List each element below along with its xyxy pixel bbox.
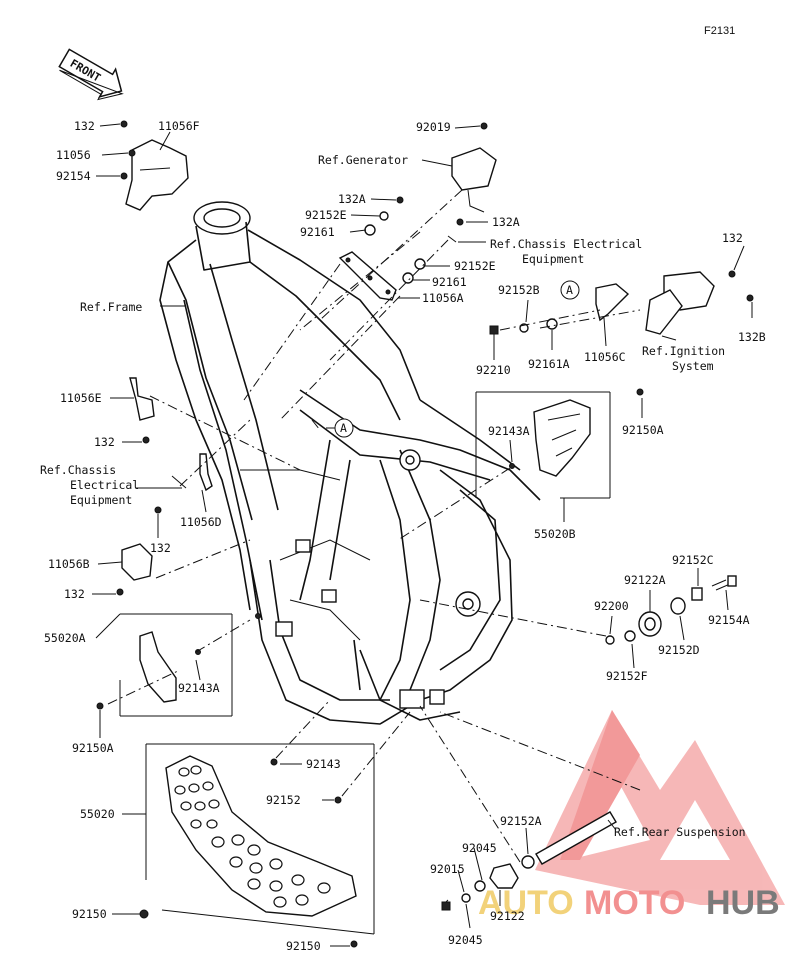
label-ref-rear-suspension: Ref.Rear Suspension <box>614 825 746 839</box>
label-11056f: 11056F <box>158 119 200 133</box>
label-ref-frame: Ref.Frame <box>80 300 142 314</box>
label-92152c: 92152C <box>672 553 714 567</box>
generator-ref-bracket <box>451 122 497 213</box>
label-92122: 92122 <box>490 909 525 923</box>
label-92150-a: 92150 <box>72 907 107 921</box>
label-92143a-right: 92143A <box>488 424 530 438</box>
bracket-11056e <box>129 377 155 444</box>
label-ref-chassis-left-3: Equipment <box>70 493 132 507</box>
label-92143a-left: 92143A <box>178 681 220 695</box>
label-11056b: 11056B <box>48 557 90 571</box>
label-92045-a: 92045 <box>462 841 497 855</box>
label-ref-ignition-1: Ref.Ignition <box>642 344 725 358</box>
leader-lines <box>92 123 753 947</box>
label-92152d: 92152D <box>658 643 700 657</box>
label-92045-b: 92045 <box>448 933 483 947</box>
figure-id: F2131 <box>704 25 735 37</box>
label-132-right: 132 <box>722 231 743 245</box>
label-92154: 92154 <box>56 169 91 183</box>
bracket-11056d <box>154 453 213 514</box>
rear-suspension-hardware <box>441 811 617 911</box>
front-arrow-icon: FRONT <box>58 48 124 101</box>
label-92150-b: 92150 <box>286 939 321 953</box>
label-92152e-a: 92152E <box>305 208 347 222</box>
svg-text:A: A <box>566 283 573 297</box>
label-ref-chassis-left-1: Ref.Chassis <box>40 463 116 477</box>
label-92154a: 92154A <box>708 613 750 627</box>
label-92152: 92152 <box>266 793 301 807</box>
part-labels: 132 11056F 11056 92154 92019 Ref.Generat… <box>40 119 766 953</box>
label-92122a: 92122A <box>624 573 666 587</box>
label-11056-top: 11056 <box>56 148 91 162</box>
label-ref-chassis-elec-1: Ref.Chassis Electrical <box>490 237 642 251</box>
svg-text:A: A <box>340 421 347 435</box>
watermark-auto: AUTO <box>478 884 574 922</box>
label-92200: 92200 <box>594 599 629 613</box>
motorcycle-frame <box>159 201 541 725</box>
label-92161-b: 92161 <box>432 275 467 289</box>
label-55020b: 55020B <box>534 527 576 541</box>
label-ref-chassis-elec-2: Equipment <box>522 252 584 266</box>
reference-lines <box>107 189 641 863</box>
label-92015: 92015 <box>430 862 465 876</box>
guard-55020b <box>509 388 644 477</box>
label-92210: 92210 <box>476 363 511 377</box>
label-92161a: 92161A <box>528 357 570 371</box>
label-ref-generator: Ref.Generator <box>318 153 408 167</box>
label-55020: 55020 <box>80 807 115 821</box>
label-92150a-left: 92150A <box>72 741 114 755</box>
label-11056c: 11056C <box>584 350 626 364</box>
label-ref-ignition-2: System <box>672 359 714 373</box>
label-132-top: 132 <box>74 119 95 133</box>
label-92152b: 92152B <box>498 283 540 297</box>
label-92152a: 92152A <box>500 814 542 828</box>
label-92019: 92019 <box>416 120 451 134</box>
watermark-moto: MOTO <box>584 884 685 922</box>
label-132-left: 132 <box>150 541 171 555</box>
label-11056e: 11056E <box>60 391 102 405</box>
label-132-mid: 132 <box>94 435 115 449</box>
label-92161-a: 92161 <box>300 225 335 239</box>
ref-marker-a-top: A <box>560 280 580 300</box>
label-92152f: 92152F <box>606 669 648 683</box>
label-11056a: 11056A <box>422 291 464 305</box>
skid-plate-55020 <box>139 755 358 948</box>
label-92143: 92143 <box>306 757 341 771</box>
label-ref-chassis-left-2: Electrical <box>70 478 139 492</box>
label-132-low: 132 <box>64 587 85 601</box>
label-132a-b: 132A <box>492 215 520 229</box>
label-92150a-right: 92150A <box>622 423 664 437</box>
label-132a-a: 132A <box>338 192 366 206</box>
label-132b: 132B <box>738 330 766 344</box>
watermark-logo <box>535 710 785 905</box>
ref-marker-a-frame: A <box>326 418 354 438</box>
watermark-hub: HUB <box>706 884 780 922</box>
bracket-11056f <box>120 120 189 211</box>
label-11056d: 11056D <box>180 515 222 529</box>
label-92152e-b: 92152E <box>454 259 496 273</box>
label-55020a: 55020A <box>44 631 86 645</box>
bracket-11056b <box>116 543 153 596</box>
